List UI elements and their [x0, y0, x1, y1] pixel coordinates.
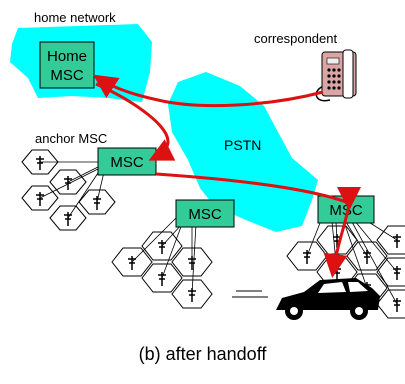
call-route: [93, 74, 361, 278]
telephone-icon: [315, 49, 357, 102]
pstn-label: PSTN: [224, 137, 261, 153]
middle-msc-box-label: MSC: [188, 206, 222, 223]
home-network-label: home network: [34, 10, 116, 25]
route-arrow-to-anchor-msc: [95, 82, 176, 161]
cell: [376, 289, 405, 319]
cell: [376, 225, 405, 255]
middle-msc: MSC: [175, 199, 235, 228]
anchor-msc-label: anchor MSC: [35, 131, 107, 146]
home-msc: Home MSC: [39, 41, 95, 89]
anchor-msc-box-label: MSC: [110, 154, 144, 171]
cell: [376, 257, 405, 287]
car-icon: [232, 278, 380, 320]
home-msc-label-line1: Home: [47, 48, 87, 65]
route-arrow-to-home-msc: [93, 74, 324, 108]
route-arrow-to-car: [323, 205, 351, 278]
figure-caption: (b) after handoff: [138, 344, 267, 364]
pstn-cloud: [168, 72, 318, 232]
correspondent-label: correspondent: [254, 31, 337, 46]
home-msc-label-line2: MSC: [50, 67, 84, 84]
anchor-msc: MSC: [97, 147, 157, 176]
route-arrow-to-serving-msc: [155, 172, 361, 211]
